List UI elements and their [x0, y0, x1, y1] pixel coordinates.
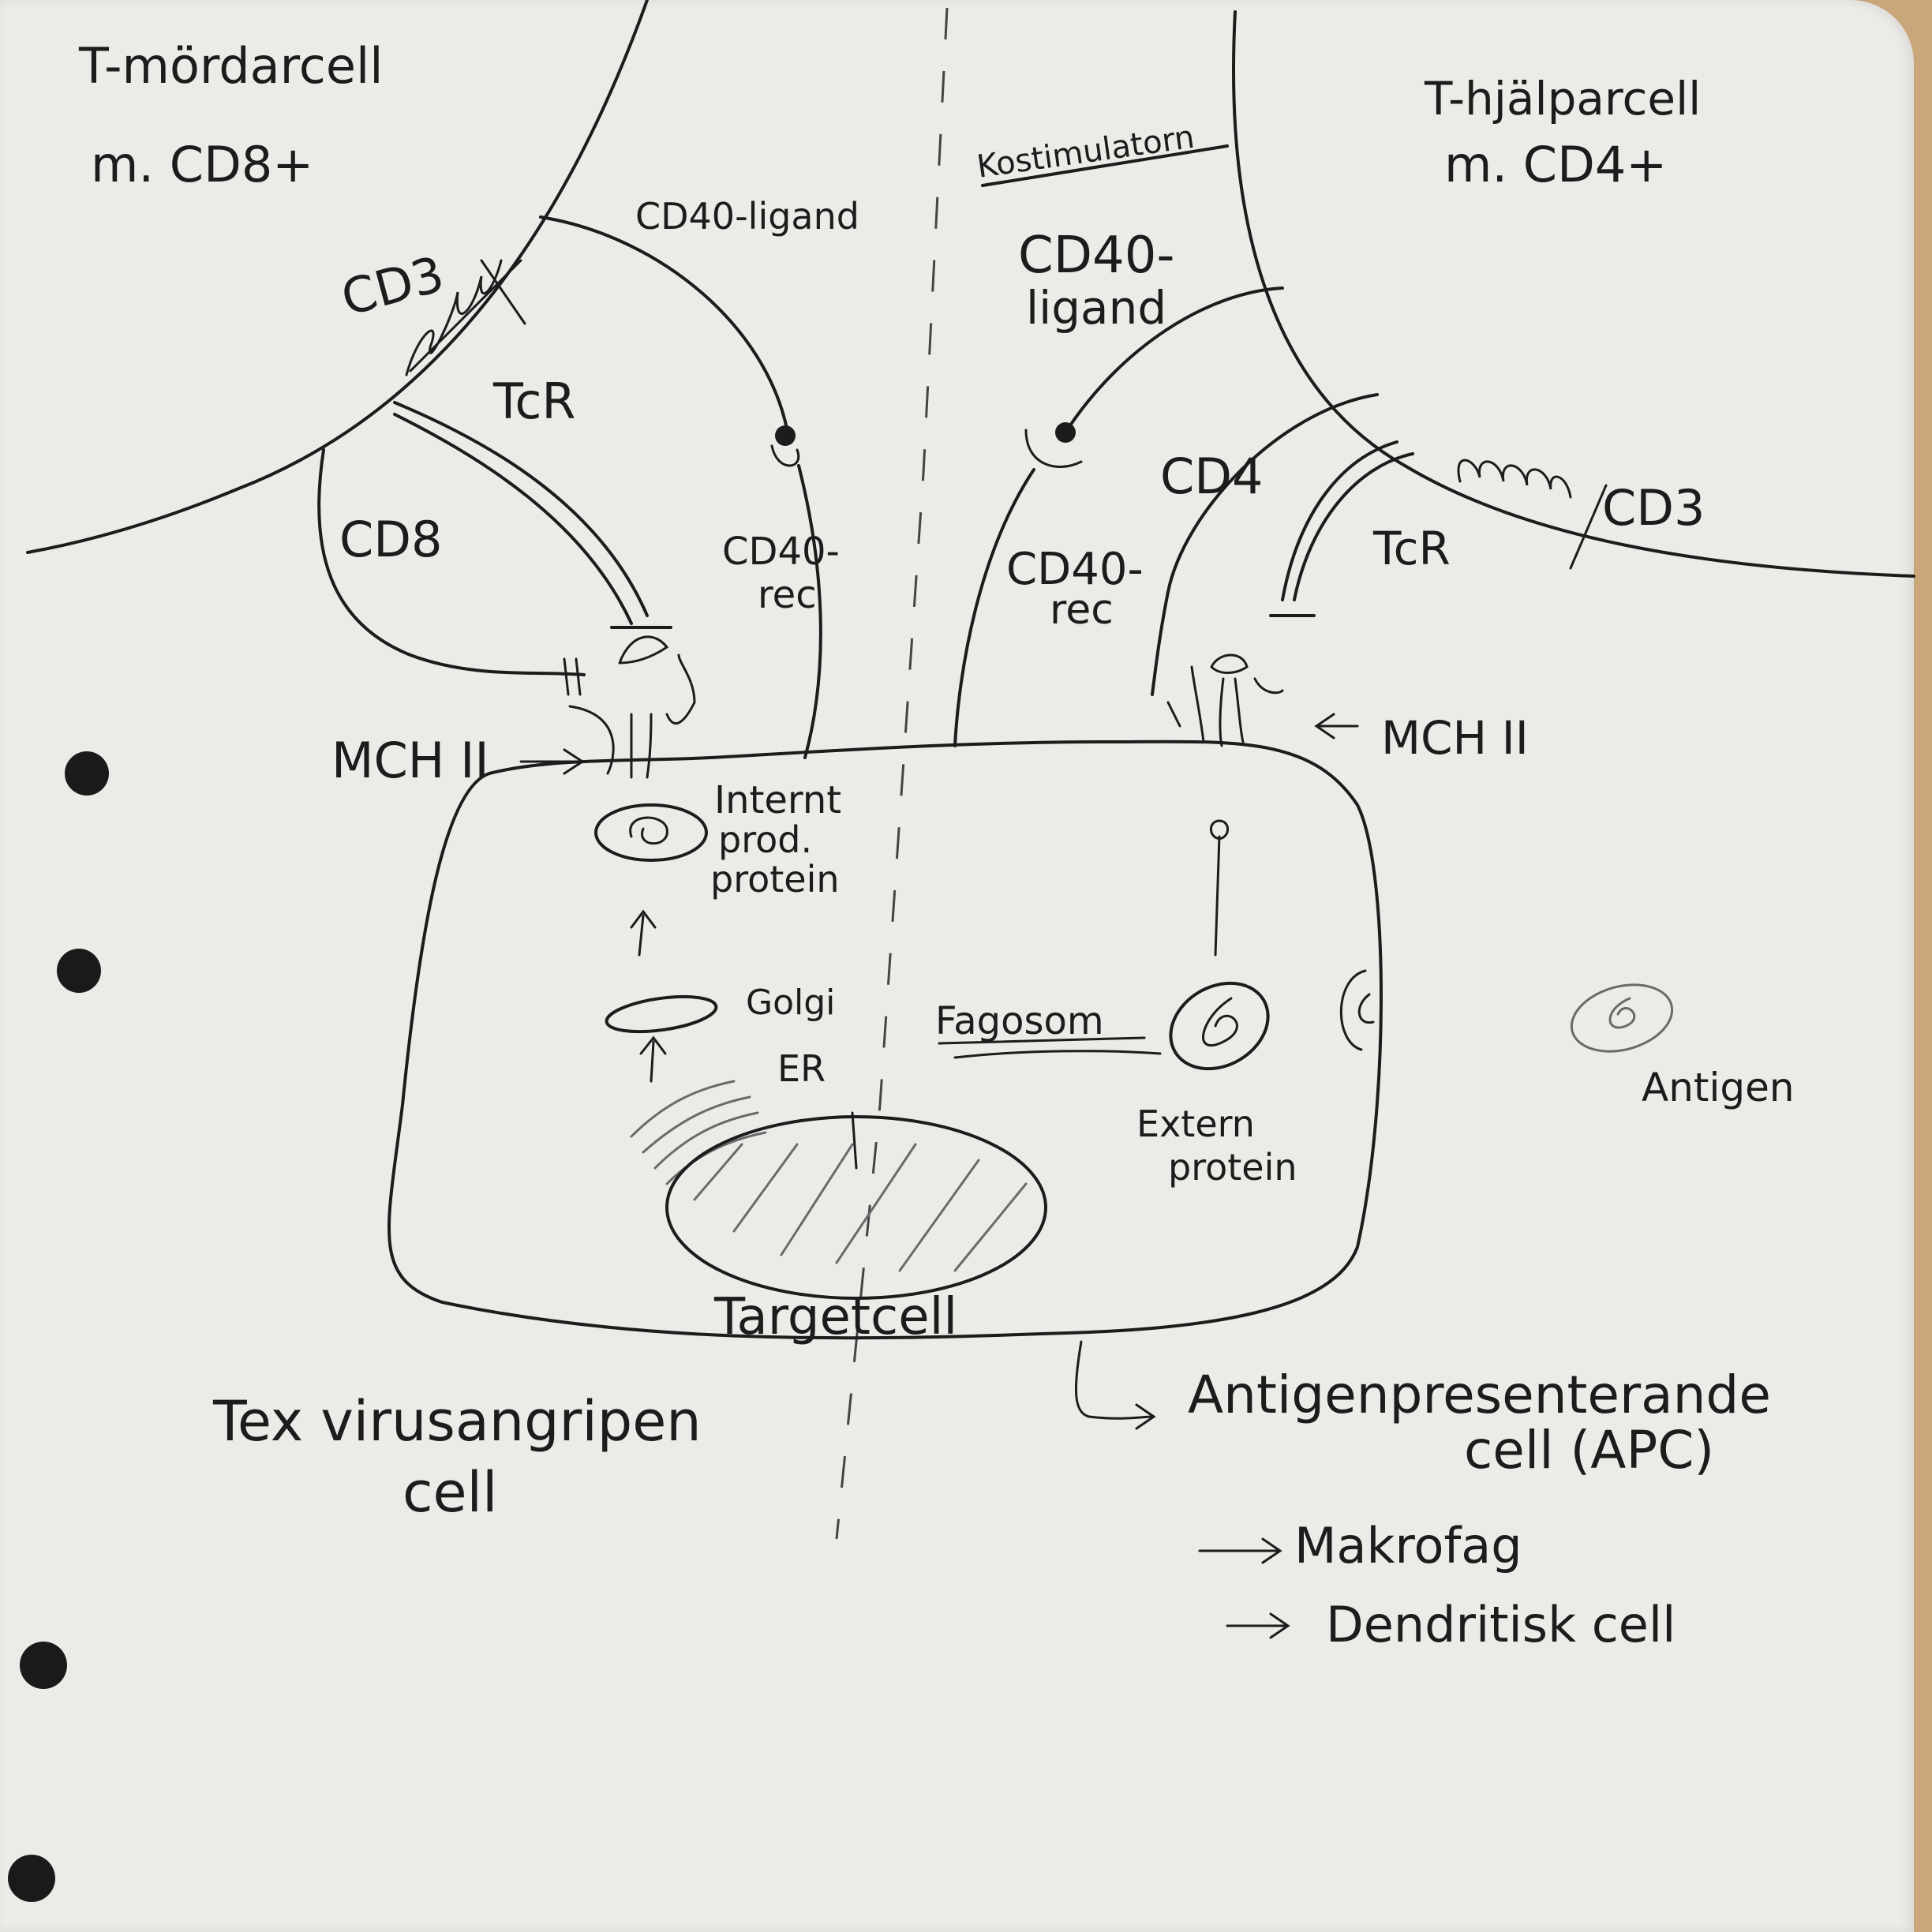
- macrophage-label: Makrofag: [1294, 1517, 1522, 1574]
- cd40-ligand-left: [539, 215, 791, 444]
- cd40-ligand-left-cup: [770, 444, 800, 467]
- example-label-1: Tex virusangripen: [212, 1389, 702, 1454]
- helper-cell-membrane: [1232, 10, 1915, 578]
- internal-protein-label-3: protein: [710, 858, 840, 900]
- cd40-ligand-left-label: CD40-ligand: [635, 195, 859, 238]
- arrow-up-golgi-to-surface: [630, 909, 657, 957]
- divider-line: [835, 7, 949, 1540]
- cd8-marker: [563, 657, 570, 696]
- cd3-right-label: CD3: [1602, 479, 1705, 537]
- target-cell-label: Targetcell: [713, 1288, 957, 1346]
- internal-protein-vesicle: [594, 803, 708, 862]
- cd3-right-marker: [1569, 484, 1608, 570]
- antigen-peptide: [1608, 997, 1636, 1029]
- target-cell: [387, 739, 1383, 1340]
- cd40-rec-right-label-1: CD40-: [1006, 544, 1144, 595]
- killer-cell-membrane: [26, 0, 649, 554]
- extern-protein-label-1: Extern: [1136, 1103, 1255, 1145]
- golgi: [605, 994, 718, 1034]
- nucleus-line: [851, 1111, 858, 1170]
- internal-protein-peptide: [629, 816, 668, 845]
- cd40-ligand-right-cup: [1024, 429, 1083, 468]
- cd40-ligand-right-label-1: CD40-: [1018, 227, 1175, 285]
- tcr-right-label: TcR: [1372, 522, 1451, 575]
- nucleus: [665, 1115, 1047, 1300]
- cd3-left-marker: [480, 259, 526, 325]
- cd40-rec-right-label-2: rec: [1050, 586, 1114, 634]
- golgi-label: Golgi: [746, 983, 835, 1023]
- mhc-right-label: MCH II: [1381, 711, 1529, 765]
- tcr-left-label: TcR: [492, 373, 576, 430]
- mhc-right: [1166, 665, 1284, 747]
- apc-arrow: [1075, 1340, 1156, 1430]
- extern-protein-label-2: protein: [1168, 1146, 1297, 1189]
- cd8-label: CD8: [339, 511, 442, 568]
- helper-cell-title: T-hjälparcell: [1424, 72, 1701, 125]
- arrow-up-er-to-golgi: [639, 1035, 667, 1083]
- internal-protein-label-2: prod.: [718, 818, 812, 861]
- extern-protein-peptide: [1202, 997, 1238, 1047]
- costimulator-label: Kostimulatorn: [975, 119, 1196, 185]
- arrow-up-extern: [1214, 835, 1221, 957]
- killer-marker: m. CD8+: [91, 136, 313, 193]
- mhc-left-label: MCH II: [331, 732, 489, 789]
- mhc-right-arrow: [1314, 713, 1359, 739]
- costimulator-underline: [981, 144, 1229, 187]
- internal-protein-label-1: Internt: [714, 778, 841, 822]
- fagosom-underline: [938, 1036, 1146, 1045]
- fagosom-label: Fagosom: [935, 999, 1104, 1043]
- cd40-rec-left: [797, 464, 822, 759]
- apc-label-1: Antigenpresenterande: [1188, 1365, 1771, 1425]
- cd8-loop: [317, 448, 586, 676]
- er: [630, 1080, 767, 1185]
- cd40-ligand-right: [1064, 286, 1284, 434]
- macrophage-arrow: [1198, 1537, 1282, 1564]
- er-label: ER: [777, 1047, 826, 1090]
- helper-marker: m. CD4+: [1444, 136, 1667, 193]
- tcr-left: [393, 413, 633, 625]
- dendritic-arrow: [1226, 1612, 1290, 1639]
- cd40-rec-right: [953, 468, 1035, 747]
- tcr-right: [1281, 440, 1414, 601]
- cd3-right-coil: [1457, 459, 1572, 499]
- cd4-label: CD4: [1160, 447, 1263, 505]
- extern-peptide-vesicle: [1210, 819, 1229, 840]
- dendritic-label: Dendritisk cell: [1326, 1596, 1676, 1653]
- cd40-rec-left-label-1: CD40-: [722, 530, 840, 574]
- cd3-left-label: CD3: [335, 245, 450, 327]
- binder-hole: [20, 1642, 67, 1689]
- cd40-ligand-left-dot: [775, 425, 796, 446]
- antigen-label: Antigen: [1642, 1065, 1795, 1110]
- phagosome: [1169, 981, 1270, 1071]
- mhc-right-peptide: [1210, 653, 1249, 674]
- antigen: [1570, 983, 1674, 1053]
- nucleus-hatching: [693, 1143, 1028, 1272]
- cd3-left-marker: [409, 259, 522, 373]
- cd40-ligand-right-dot: [1055, 422, 1076, 443]
- cd40-rec-left-label-2: rec: [758, 573, 817, 617]
- cd3-left-coil: [405, 259, 503, 376]
- fagosom-pointer: [953, 1050, 1162, 1059]
- antigen-entering-peptide: [1357, 993, 1375, 1024]
- cd8-marker: [575, 657, 582, 696]
- binder-hole: [8, 1855, 55, 1902]
- killer-cell-title: T-mördarcell: [78, 37, 383, 95]
- cd4: [1151, 393, 1379, 696]
- antigen-entering: [1339, 969, 1367, 1051]
- example-label-2: cell: [402, 1460, 497, 1525]
- tcr-left: [393, 401, 649, 617]
- cd40-ligand-right-label-2: ligand: [1026, 281, 1166, 335]
- mhc-left-peptide: [618, 635, 669, 665]
- binder-hole: [57, 949, 101, 993]
- mhc-left: [568, 653, 696, 779]
- binder-hole: [65, 751, 109, 796]
- apc-label-2: cell (APC): [1464, 1420, 1714, 1481]
